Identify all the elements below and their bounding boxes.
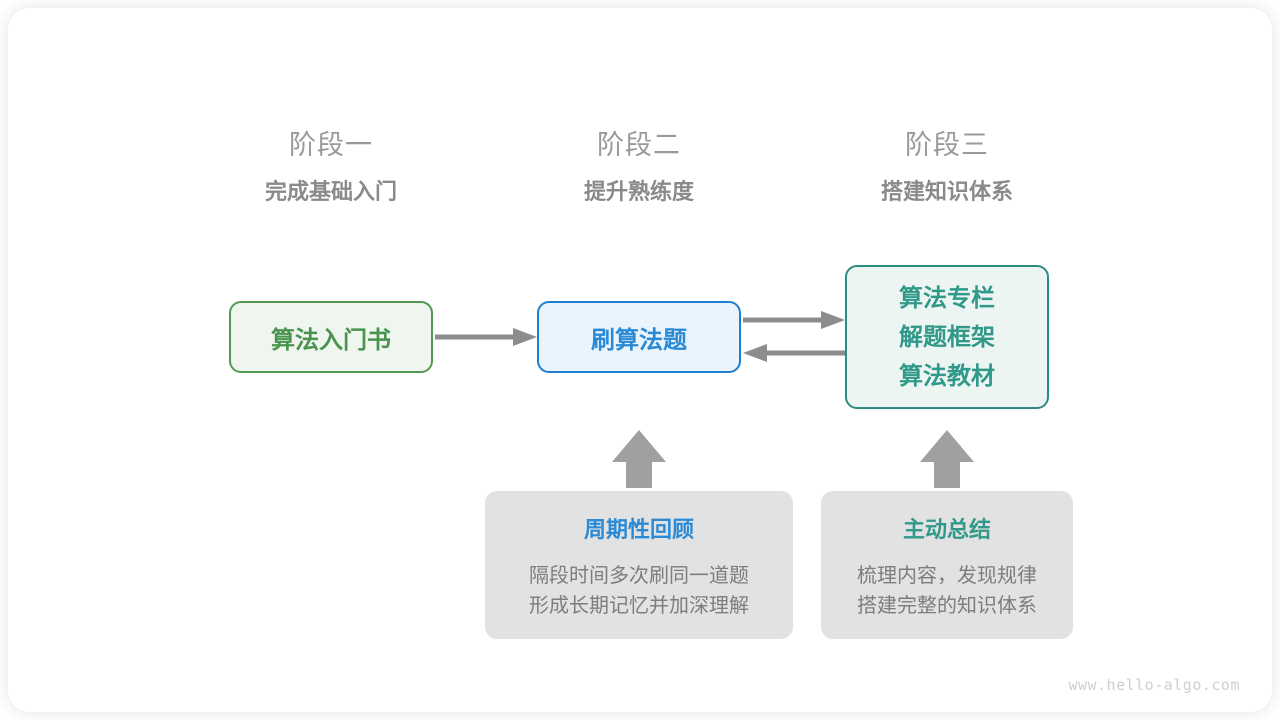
info-review-title: 周期性回顾 (583, 517, 694, 542)
info-summary-line-1: 梳理内容，发现规律 (857, 565, 1037, 587)
info-review-line-2: 形成长期记忆并加深理解 (529, 595, 749, 617)
stage-heading-1: 阶段一 完成基础入门 (211, 126, 451, 209)
node-book-label: 算法入门书 (271, 326, 391, 354)
stage-heading-3: 阶段三 搭建知识体系 (827, 126, 1067, 209)
info-summary-title: 主动总结 (902, 517, 991, 542)
stage-1-title: 完成基础入门 (264, 179, 397, 204)
info-card-periodic-review: 周期性回顾 隔段时间多次刷同一道题 形成长期记忆并加深理解 (485, 491, 793, 639)
stage-3-number: 阶段三 (905, 130, 989, 160)
node-system-line-3: 算法教材 (899, 362, 995, 390)
watermark-url: www.hello-algo.com (1068, 676, 1240, 694)
node-algorithm-intro-book: 算法入门书 (229, 301, 433, 373)
stage-3-title: 搭建知识体系 (880, 179, 1013, 204)
stage-heading-2: 阶段二 提升熟练度 (519, 126, 759, 209)
info-review-line-1: 隔段时间多次刷同一道题 (529, 565, 749, 587)
node-knowledge-system: 算法专栏 解题框架 算法教材 (845, 265, 1049, 409)
info-summary-body: 梳理内容，发现规律 搭建完整的知识体系 (821, 561, 1073, 621)
node-practice-problems: 刷算法题 (537, 301, 741, 373)
node-system-line-1: 算法专栏 (899, 284, 995, 312)
stage-1-number: 阶段一 (289, 130, 373, 160)
info-card-active-summary: 主动总结 梳理内容，发现规律 搭建完整的知识体系 (821, 491, 1073, 639)
stage-2-number: 阶段二 (597, 130, 681, 160)
node-practice-label: 刷算法题 (591, 326, 687, 354)
stage-2-title: 提升熟练度 (583, 179, 694, 204)
node-system-line-2: 解题框架 (899, 323, 995, 351)
info-review-body: 隔段时间多次刷同一道题 形成长期记忆并加深理解 (485, 561, 793, 621)
info-summary-line-2: 搭建完整的知识体系 (857, 595, 1037, 617)
